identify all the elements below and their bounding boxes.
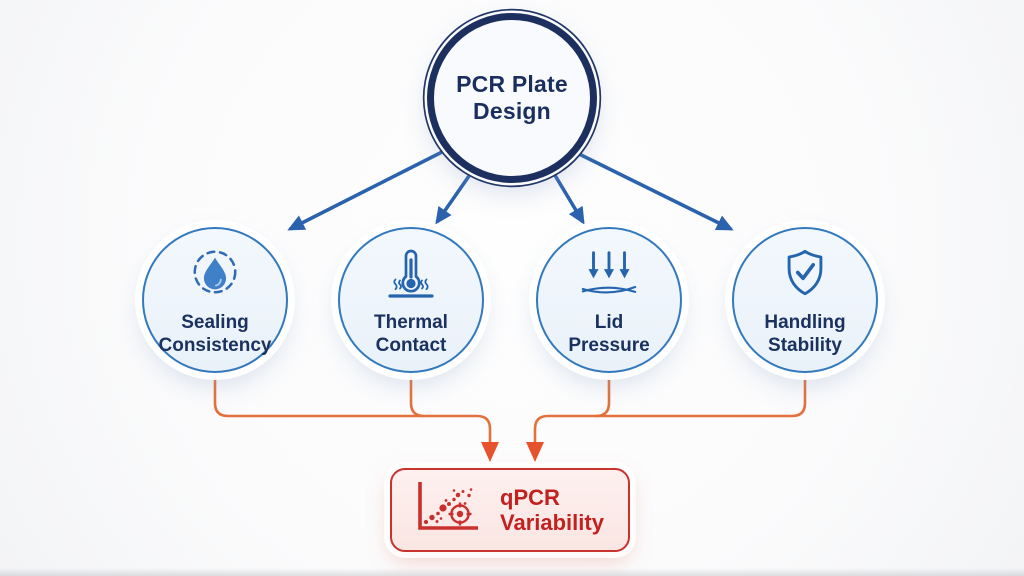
factor-node-thermal-contact: Thermal Contact	[338, 227, 484, 373]
factor-label: Handling Stability	[764, 312, 846, 356]
root-node-pcr-plate-design: PCR Plate Design	[427, 13, 597, 183]
droplet-icon	[188, 246, 242, 305]
factor-label: Lid Pressure	[568, 312, 650, 356]
root-label: PCR Plate Design	[456, 70, 568, 124]
shield-check-icon	[778, 246, 832, 305]
factor-node-sealing-consistency: Sealing Consistency	[142, 227, 288, 373]
factor-node-lid-pressure: Lid Pressure	[536, 227, 682, 373]
bottom-vignette	[0, 568, 1024, 576]
outcome-label: qPCR Variability	[500, 484, 604, 535]
factor-label: Sealing Consistency	[158, 312, 272, 356]
orange-arrowheads	[481, 442, 544, 462]
outcome-node-qpcr-variability: qPCR Variability	[390, 468, 630, 552]
thermometer-icon	[383, 246, 439, 305]
factor-to-outcome-connectors	[213, 372, 807, 445]
root-to-factor-arrows	[287, 149, 734, 231]
pressure-arrows-icon	[578, 246, 640, 305]
factor-label: Thermal Contact	[374, 312, 448, 356]
scatter-plot-icon	[408, 476, 486, 545]
factor-node-handling-stability: Handling Stability	[732, 227, 878, 373]
